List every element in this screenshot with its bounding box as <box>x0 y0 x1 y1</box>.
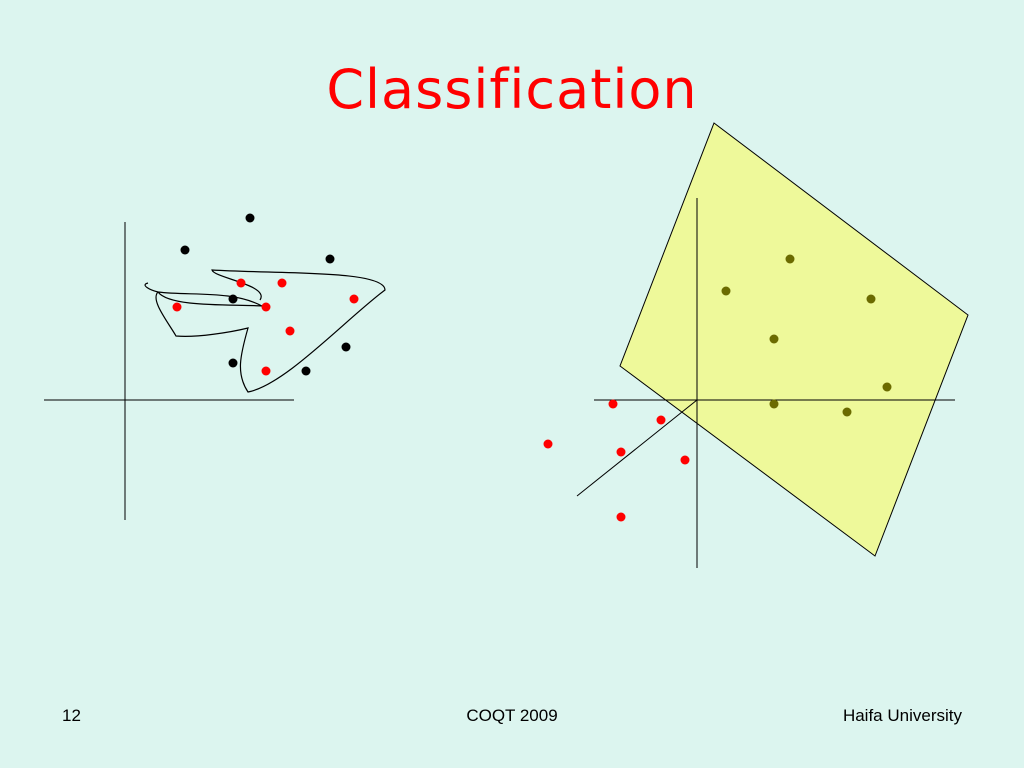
data-point <box>236 278 246 288</box>
data-point <box>285 326 295 336</box>
right-olive-points <box>721 254 892 417</box>
data-point <box>325 254 335 264</box>
footer-institution: Haifa University <box>842 706 962 725</box>
data-point <box>866 294 876 304</box>
data-point <box>769 334 779 344</box>
data-point <box>277 278 287 288</box>
data-point <box>842 407 852 417</box>
data-point <box>785 254 795 264</box>
data-point <box>261 366 271 376</box>
right-z-axis <box>576 399 698 497</box>
data-point <box>228 294 238 304</box>
data-point <box>543 439 553 449</box>
data-point <box>261 302 271 312</box>
slide-title: Classification <box>326 58 698 121</box>
data-point <box>680 455 690 465</box>
right-plot <box>543 122 969 568</box>
data-point <box>228 358 238 368</box>
data-point <box>172 302 182 312</box>
data-point <box>349 294 359 304</box>
data-point <box>769 399 779 409</box>
left-black-points <box>180 213 351 376</box>
data-point <box>608 399 618 409</box>
data-point <box>656 415 666 425</box>
data-point <box>721 286 731 296</box>
classification-region <box>619 122 969 557</box>
data-point <box>616 447 626 457</box>
right-red-points <box>543 399 690 522</box>
data-point <box>341 342 351 352</box>
data-point <box>180 245 190 255</box>
left-red-points <box>172 278 359 376</box>
data-point <box>301 366 311 376</box>
page-number: 12 <box>62 706 81 725</box>
footer-conference: COQT 2009 <box>466 706 558 725</box>
data-point <box>616 512 626 522</box>
data-point <box>882 382 892 392</box>
left-plot <box>44 213 386 520</box>
data-point <box>245 213 255 223</box>
